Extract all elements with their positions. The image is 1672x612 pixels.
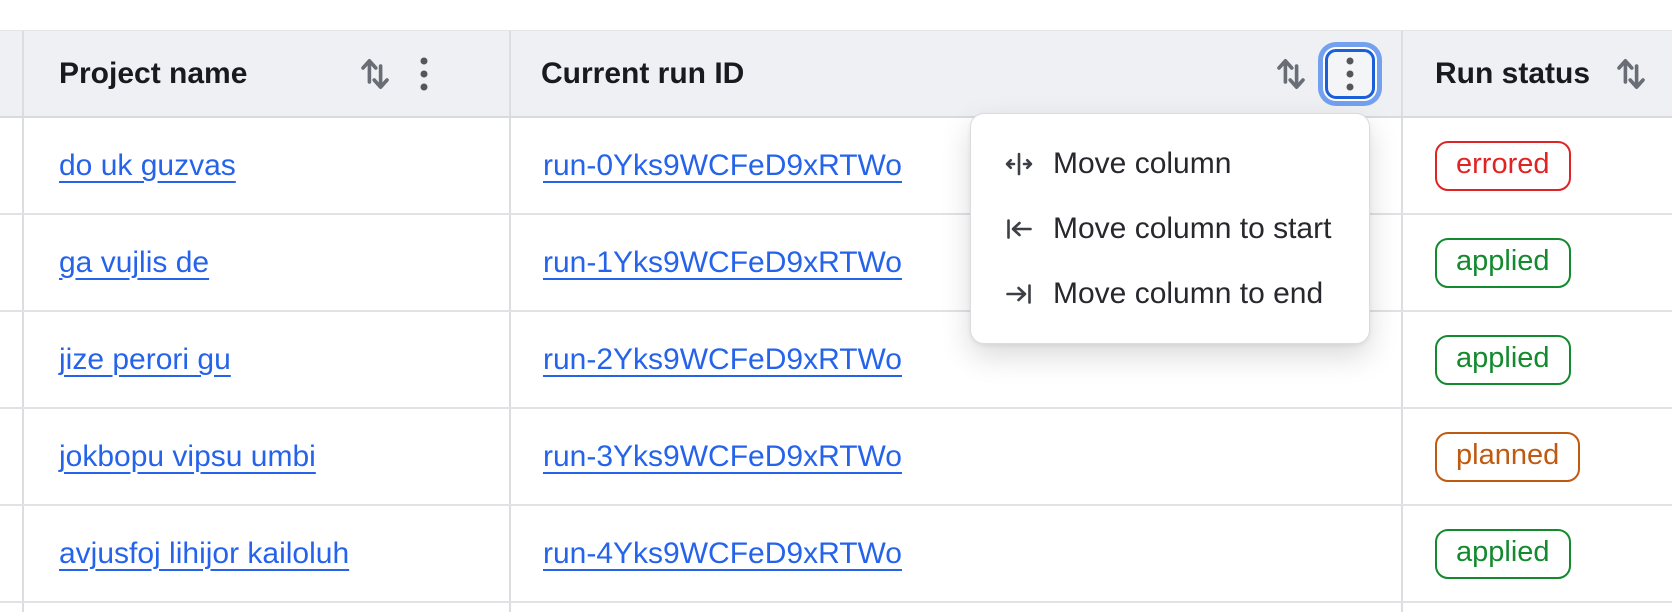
run-status-cell: applied: [1403, 506, 1672, 601]
run-id-cell: run-1Yks9WCFeD9xRTWo: [511, 215, 1403, 310]
menu-item-move-column-to-end[interactable]: Move column to end: [971, 261, 1369, 326]
project-link[interactable]: avjusfoj lihijor kailoluh: [59, 536, 350, 570]
project-cell: jize perori gu: [24, 312, 511, 407]
move-column-icon: [1005, 152, 1033, 175]
column-header-project: Project name: [24, 31, 511, 116]
move-column-to-start-icon: [1007, 218, 1032, 239]
run-id-cell: run-2Yks9WCFeD9xRTWo: [511, 312, 1403, 407]
sort-arrows-icon: [1277, 58, 1305, 89]
column-options-menu: Move column Move column to start Move co…: [970, 113, 1370, 344]
column-header-run-status: Run status: [1403, 31, 1672, 116]
menu-item-move-column-to-start[interactable]: Move column to start: [971, 196, 1369, 261]
project-cell: ga vujlis de: [24, 215, 511, 310]
project-link[interactable]: jokbopu vipsu umbi: [59, 439, 316, 473]
menu-item-label: Move column to start: [1053, 211, 1332, 245]
table-header: Project name Current run ID: [0, 30, 1672, 118]
project-cell: [24, 603, 511, 612]
run-id-link[interactable]: run-3Yks9WCFeD9xRTWo: [543, 439, 902, 473]
sort-button[interactable]: [1615, 54, 1647, 94]
status-badge: applied: [1435, 528, 1571, 579]
column-header-label: Run status: [1435, 56, 1591, 90]
run-status-cell: [1403, 603, 1672, 612]
status-badge: errored: [1435, 140, 1571, 191]
table-row: ga vujlis de run-1Yks9WCFeD9xRTWo applie…: [0, 215, 1672, 312]
gutter-cell: [0, 603, 24, 612]
status-badge: applied: [1435, 237, 1571, 288]
project-cell: do uk guzvas: [24, 118, 511, 213]
project-link[interactable]: jize perori gu: [59, 342, 231, 376]
run-status-cell: applied: [1403, 312, 1672, 407]
menu-item-move-column[interactable]: Move column: [971, 131, 1369, 196]
kebab-menu-button-active[interactable]: [1325, 48, 1375, 99]
table-row: jize perori gu run-2Yks9WCFeD9xRTWo appl…: [0, 312, 1672, 409]
run-status-cell: planned: [1403, 409, 1672, 504]
menu-item-label: Move column: [1053, 146, 1232, 180]
run-id-link[interactable]: run-1Yks9WCFeD9xRTWo: [543, 245, 902, 279]
status-badge: applied: [1435, 334, 1571, 385]
run-status-cell: errored: [1403, 118, 1672, 213]
run-id-cell: run-4Yks9WCFeD9xRTWo: [511, 506, 1403, 601]
move-column-to-end-icon: [1006, 283, 1031, 304]
gutter-header-cell: [0, 31, 24, 116]
run-id-link[interactable]: run-2Yks9WCFeD9xRTWo: [543, 342, 902, 376]
status-badge: planned: [1435, 431, 1581, 482]
run-id-cell: run-0Yks9WCFeD9xRTWo: [511, 118, 1403, 213]
run-id-link[interactable]: run-4Yks9WCFeD9xRTWo: [543, 536, 902, 570]
table-row-partial: [0, 603, 1672, 612]
sort-button[interactable]: [1275, 54, 1307, 94]
column-header-label: Current run ID: [541, 56, 745, 90]
gutter-cell: [0, 409, 24, 504]
run-id-cell: [511, 603, 1403, 612]
gutter-cell: [0, 506, 24, 601]
gutter-cell: [0, 118, 24, 213]
kebab-menu-button[interactable]: [417, 57, 431, 91]
sort-arrows-icon: [361, 58, 389, 89]
gutter-cell: [0, 215, 24, 310]
project-cell: avjusfoj lihijor kailoluh: [24, 506, 511, 601]
sort-button[interactable]: [359, 54, 391, 94]
project-link[interactable]: ga vujlis de: [59, 245, 210, 279]
run-status-cell: applied: [1403, 215, 1672, 310]
sort-arrows-icon: [1617, 58, 1645, 89]
column-header-run-id: Current run ID: [511, 31, 1403, 116]
project-link[interactable]: do uk guzvas: [59, 148, 236, 182]
project-cell: jokbopu vipsu umbi: [24, 409, 511, 504]
kebab-icon: [1346, 57, 1354, 90]
table-row: avjusfoj lihijor kailoluh run-4Yks9WCFeD…: [0, 506, 1672, 603]
menu-item-label: Move column to end: [1053, 276, 1324, 310]
column-header-label: Project name: [59, 56, 248, 90]
data-table: Project name Current run ID: [0, 30, 1672, 612]
table-row: jokbopu vipsu umbi run-3Yks9WCFeD9xRTWo …: [0, 409, 1672, 506]
run-id-link[interactable]: run-0Yks9WCFeD9xRTWo: [543, 148, 902, 182]
kebab-icon: [420, 57, 428, 90]
table-row: do uk guzvas run-0Yks9WCFeD9xRTWo errore…: [0, 118, 1672, 215]
run-id-cell: run-3Yks9WCFeD9xRTWo: [511, 409, 1403, 504]
gutter-cell: [0, 312, 24, 407]
